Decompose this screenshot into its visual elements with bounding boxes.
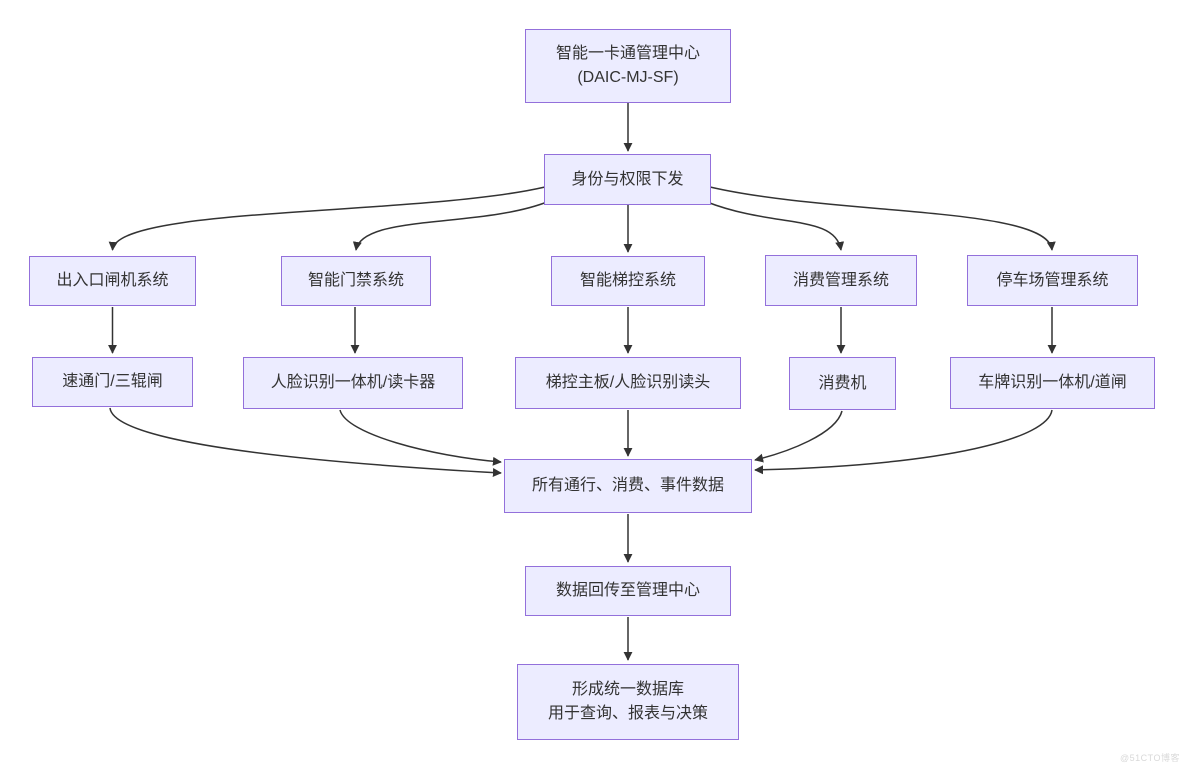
edge-identity-to-consume-system <box>706 201 845 251</box>
edge-access-device-to-data-hub <box>339 409 502 466</box>
node-database: 形成统一数据库用于查询、报表与决策 <box>517 664 739 740</box>
node-identity-issue: 身份与权限下发 <box>544 154 711 205</box>
node-data-hub: 所有通行、消费、事件数据 <box>504 459 752 513</box>
node-consume-system: 消费管理系统 <box>765 255 917 306</box>
edge-consume-device-to-data-hub <box>754 410 843 463</box>
node-label: 停车场管理系统 <box>996 271 1109 289</box>
watermark: @51CTO博客 <box>1120 753 1180 763</box>
node-label: 用于查询、报表与决策 <box>547 705 708 722</box>
node-parking-device: 车牌识别一体机/道闸 <box>950 357 1155 409</box>
node-gate-device: 速通门/三辊闸 <box>32 357 193 407</box>
node-label: 车牌识别一体机/道闸 <box>978 374 1127 391</box>
node-label: 智能一卡通管理中心 <box>555 45 700 62</box>
node-elevator-device: 梯控主板/人脸识别读头 <box>515 357 741 409</box>
edge-identity-to-access-system <box>352 201 548 251</box>
node-elevator-system: 智能梯控系统 <box>551 256 705 306</box>
node-access-device: 人脸识别一体机/读卡器 <box>243 357 463 409</box>
node-label: 智能梯控系统 <box>579 272 676 289</box>
node-label: 消费机 <box>818 374 867 392</box>
node-consume-device: 消费机 <box>789 357 896 410</box>
node-label: (DAIC-MJ-SF) <box>577 69 679 86</box>
node-label: 数据回传至管理中心 <box>555 582 700 599</box>
edge-identity-to-parking-system <box>709 186 1056 251</box>
edge-identity-to-gate-system <box>108 186 546 251</box>
node-label: 消费管理系统 <box>792 271 889 289</box>
node-access-system: 智能门禁系统 <box>281 256 431 306</box>
node-label: 所有通行、消费、事件数据 <box>531 477 724 494</box>
node-gate-system: 出入口闸机系统 <box>29 256 196 306</box>
node-label: 身份与权限下发 <box>571 170 684 188</box>
node-label: 智能门禁系统 <box>307 272 404 289</box>
node-management-center: 智能一卡通管理中心 (DAIC-MJ-SF) <box>525 29 731 103</box>
edge-parking-device-to-data-hub <box>754 409 1053 475</box>
node-label: 形成统一数据库 <box>571 681 684 698</box>
node-label: 出入口闸机系统 <box>56 272 169 289</box>
edge-gate-device-to-data-hub <box>109 407 502 478</box>
node-label: 速通门/三辊闸 <box>62 373 163 390</box>
node-data-return: 数据回传至管理中心 <box>525 566 731 616</box>
node-label: 梯控主板/人脸识别读头 <box>545 374 711 391</box>
node-label: 人脸识别一体机/读卡器 <box>270 374 436 391</box>
node-parking-system: 停车场管理系统 <box>967 255 1138 306</box>
